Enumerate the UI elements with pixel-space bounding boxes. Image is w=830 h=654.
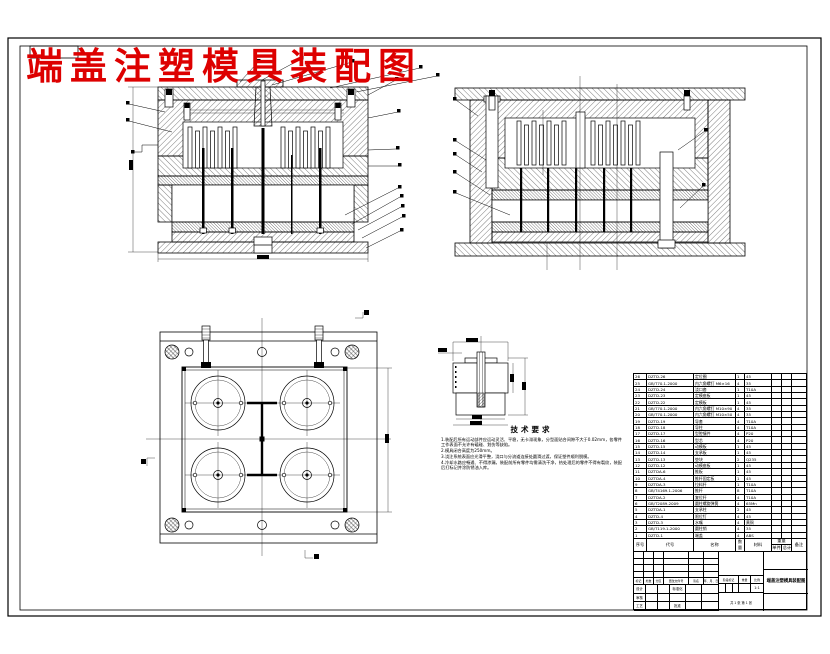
tech-lines: 1.装配后所有运动部件应运动灵活、平稳，无卡滞现象，分型面贴合间隙不大于0.02…	[441, 437, 622, 470]
side-ejector-pins	[520, 168, 633, 232]
company-box	[764, 552, 808, 570]
stage-cells: 1:1	[719, 584, 764, 593]
zone-box	[29, 45, 79, 59]
bom-header: 序号 代号 名称 数量 材料 重量 单件 总计 备注	[634, 538, 806, 552]
scale-value: 1:1	[751, 584, 764, 592]
plan-view	[141, 310, 392, 559]
drawing-title: 端盖注塑模具装配图	[26, 44, 422, 88]
front-view-callouts	[126, 56, 440, 249]
guide-bushing-holes	[164, 344, 360, 533]
bom-col-remark: 备注	[794, 542, 804, 548]
bom-col-code: 代号	[647, 538, 694, 552]
guide-pillars	[483, 90, 691, 249]
signature-grid: 设计标准化审核工艺批准	[634, 585, 719, 611]
sheet-frame	[7, 37, 822, 617]
title-block: 标记 处数 分区 更改文件号 签名 年、月、日 设计标准化审核工艺批准 阶段标记…	[633, 551, 808, 611]
material-box	[719, 552, 764, 576]
tech-line: 2.模具闭合高度为250mm。	[441, 448, 495, 453]
bom-col-material: 材料	[745, 538, 772, 552]
revision-strip: 标记 处数 分区 更改文件号 签名 年、月、日	[634, 578, 719, 585]
sheet-count: 共 1 张 第 1 张	[719, 593, 764, 611]
detail-view	[438, 336, 528, 426]
side-section-view	[453, 76, 746, 270]
cavity-circles	[185, 370, 340, 508]
title-block-drawing-name: 端盖注塑模具装配图	[764, 570, 808, 594]
bom-col-qty: 数量	[736, 538, 745, 552]
tech-line: 4.冷却水路应畅通、不得渗漏，装配前所有零件均需清洗干净，热处理后的零件不得有裂…	[441, 460, 622, 470]
tech-line: 1.装配后所有运动部件应运动灵活、平稳，无卡滞现象，分型面贴合间隙不大于0.02…	[441, 437, 622, 447]
bom-col-weight: 重量 单件 总计	[772, 538, 792, 552]
drawing-number-box	[764, 594, 808, 611]
screws	[164, 88, 356, 121]
water-fittings	[201, 325, 324, 368]
front-section-view	[126, 56, 440, 262]
side-view-callouts	[453, 97, 708, 216]
revision-grid	[634, 552, 719, 578]
bom-col-name: 名称	[694, 538, 736, 552]
detail-dimensions	[438, 338, 528, 426]
technical-requirements: 技术要求 1.装配后所有运动部件应运动灵活、平稳，无卡滞现象，分型面贴合间隙不大…	[441, 424, 622, 471]
plan-view-dimensions	[141, 310, 392, 559]
stage-row: 阶段标记 重量 比例	[719, 576, 764, 584]
front-view-dimensions	[128, 86, 369, 262]
center-insert	[575, 111, 586, 169]
bom-col-no: 序号	[634, 538, 647, 552]
ejector-pins	[199, 128, 324, 234]
core-pins-left	[187, 126, 238, 169]
side-core-pins	[516, 120, 641, 166]
tech-line: 3.浇注系统表面应光滑平整，浇口与分流道连接处圆滑过渡，保证塑件顺利脱模。	[441, 454, 592, 459]
core-pins-right	[280, 126, 331, 169]
technical-requirements-title: 技术要求	[510, 425, 553, 434]
